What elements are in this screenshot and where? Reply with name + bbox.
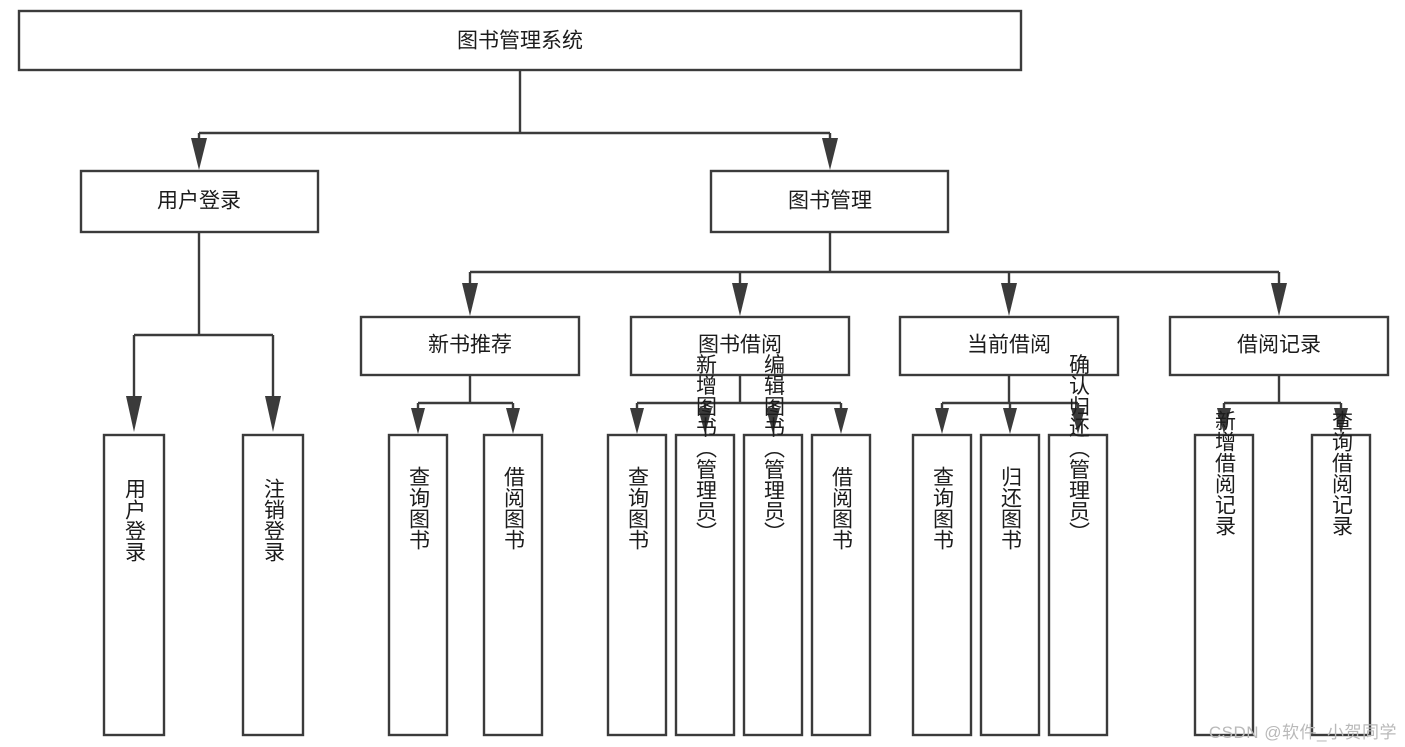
node-leaf-user-login-box[interactable]	[102, 433, 166, 737]
arrowhead-book-manage	[822, 138, 838, 170]
node-borrow-record-box[interactable]	[1168, 315, 1390, 377]
node-leaf-borrow-book-1[interactable]: 借阅图书	[482, 433, 544, 737]
arrowhead-book-borrow	[732, 283, 748, 316]
node-leaf-confirm-return-box[interactable]	[1047, 433, 1109, 737]
node-book-manage-label: 图书管理	[788, 190, 872, 213]
node-user-login-box[interactable]	[79, 169, 320, 234]
node-leaf-confirm-return[interactable]: 确认归还（管理员）	[1047, 354, 1109, 737]
node-book-borrow[interactable]: 图书借阅	[629, 315, 851, 377]
node-leaf-query-book-1[interactable]: 查询图书	[387, 433, 449, 737]
node-leaf-add-record-box[interactable]	[1193, 433, 1255, 737]
node-leaf-return-book-box[interactable]	[979, 433, 1041, 737]
node-leaf-user-login-label: 用户登录	[123, 478, 147, 562]
csdn-watermark: CSDN @软件_小贺同学	[1208, 723, 1397, 742]
node-leaf-logout-label: 注销登录	[262, 478, 286, 562]
node-borrow-record[interactable]: 借阅记录	[1168, 315, 1390, 377]
arrowhead-leaf-query-book-1	[411, 408, 425, 434]
arrowhead-leaf-return-book	[1003, 408, 1017, 434]
node-leaf-query-record-label: 查询借阅记录	[1330, 410, 1354, 536]
node-leaf-query-book-2-label: 查询图书	[626, 466, 650, 550]
node-leaf-query-book-3-box[interactable]	[911, 433, 973, 737]
node-new-book-rec[interactable]: 新书推荐	[359, 315, 581, 377]
node-leaf-return-book[interactable]: 归还图书	[979, 433, 1041, 737]
node-leaf-add-record-label: 新增借阅记录	[1213, 410, 1237, 536]
arrowhead-leaf-borrow-book-1	[506, 408, 520, 434]
node-leaf-add-record[interactable]: 新增借阅记录	[1193, 410, 1255, 737]
arrowhead-leaf-user-login	[126, 396, 142, 432]
node-leaf-return-book-label: 归还图书	[999, 466, 1023, 550]
node-book-borrow-label: 图书借阅	[698, 334, 782, 357]
node-leaf-query-book-3-label: 查询图书	[931, 466, 955, 550]
node-book-borrow-box[interactable]	[629, 315, 851, 377]
arrowhead-leaf-edit-book	[766, 408, 780, 434]
arrowhead-new-book-rec	[462, 283, 478, 316]
arrowhead-user-login	[191, 138, 207, 170]
node-leaf-confirm-return-label: 确认归还（管理员）	[1067, 354, 1091, 543]
node-leaf-query-book-2[interactable]: 查询图书	[606, 433, 668, 737]
arrowhead-leaf-confirm-return	[1071, 408, 1085, 434]
node-leaf-query-book-1-label: 查询图书	[407, 466, 431, 550]
node-leaf-borrow-book-2-box[interactable]	[810, 433, 872, 737]
node-leaf-query-record-box[interactable]	[1310, 433, 1372, 737]
connector-layer	[126, 70, 1348, 434]
arrowhead-leaf-logout	[265, 396, 281, 432]
arrowhead-leaf-query-record	[1334, 408, 1348, 434]
node-leaf-borrow-book-2-label: 借阅图书	[830, 466, 854, 550]
node-leaf-query-book-1-box[interactable]	[387, 433, 449, 737]
node-root[interactable]: 图书管理系统	[17, 9, 1023, 72]
arrowhead-borrow-record	[1271, 283, 1287, 316]
arrowhead-current-borrow	[1001, 283, 1017, 316]
node-leaf-logout[interactable]: 注销登录	[241, 433, 305, 737]
node-leaf-edit-book-label: 编辑图书（管理员）	[762, 354, 786, 543]
node-leaf-add-book-box[interactable]	[674, 433, 736, 737]
node-leaf-edit-book[interactable]: 编辑图书（管理员）	[742, 354, 804, 737]
node-leaf-borrow-book-1-box[interactable]	[482, 433, 544, 737]
arrowhead-leaf-query-book-3	[935, 408, 949, 434]
node-current-borrow[interactable]: 当前借阅	[898, 315, 1120, 377]
node-leaf-edit-book-box[interactable]	[742, 433, 804, 737]
arrowhead-leaf-add-book	[698, 408, 712, 434]
node-root-label: 图书管理系统	[457, 30, 583, 53]
node-leaf-logout-box[interactable]	[241, 433, 305, 737]
node-leaf-add-book[interactable]: 新增图书（管理员）	[674, 354, 736, 737]
node-leaf-borrow-book-1-label: 借阅图书	[502, 466, 526, 550]
node-leaf-query-book-3[interactable]: 查询图书	[911, 433, 973, 737]
node-leaf-add-book-label: 新增图书（管理员）	[694, 354, 718, 543]
arrowhead-leaf-add-record	[1217, 408, 1231, 434]
node-current-borrow-label: 当前借阅	[967, 334, 1051, 357]
node-leaf-user-login[interactable]: 用户登录	[102, 433, 166, 737]
arrowhead-leaf-borrow-book-2	[834, 408, 848, 434]
node-new-book-rec-label: 新书推荐	[428, 334, 512, 357]
node-borrow-record-label: 借阅记录	[1237, 334, 1321, 357]
node-book-manage[interactable]: 图书管理	[709, 169, 950, 234]
node-new-book-rec-box[interactable]	[359, 315, 581, 377]
node-current-borrow-box[interactable]	[898, 315, 1120, 377]
node-leaf-query-record[interactable]: 查询借阅记录	[1310, 410, 1372, 737]
node-book-manage-box[interactable]	[709, 169, 950, 234]
node-leaf-borrow-book-2[interactable]: 借阅图书	[810, 433, 872, 737]
node-user-login[interactable]: 用户登录	[79, 169, 320, 234]
node-root-box[interactable]	[17, 9, 1023, 72]
node-user-login-label: 用户登录	[157, 190, 241, 213]
arrowhead-leaf-query-book-2	[630, 408, 644, 434]
node-leaf-query-book-2-box[interactable]	[606, 433, 668, 737]
